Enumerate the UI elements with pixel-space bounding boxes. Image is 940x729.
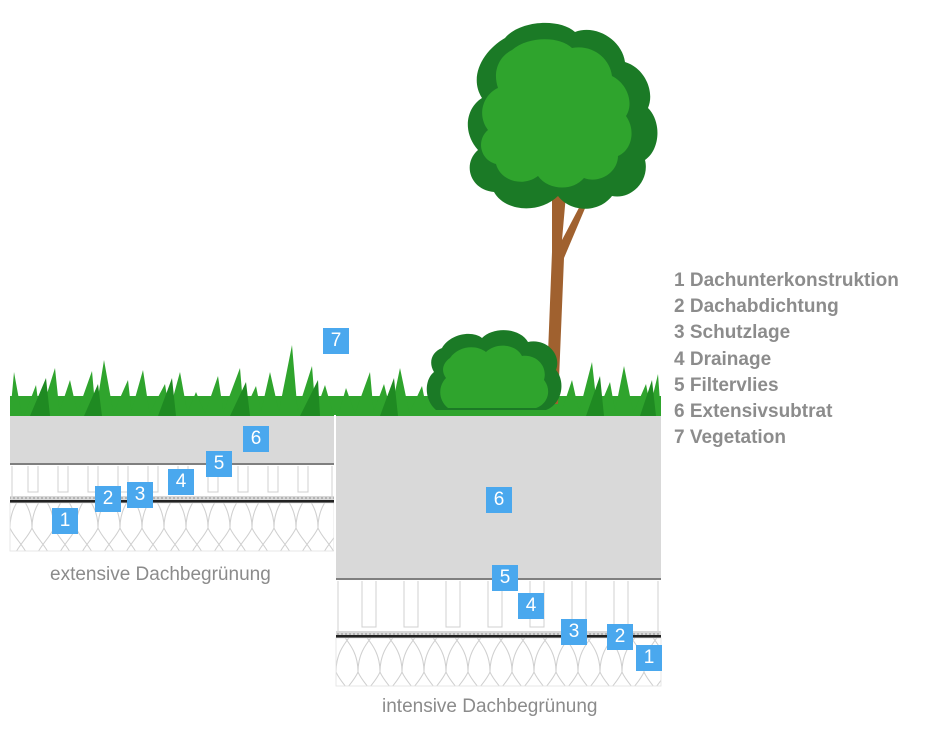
- badge-ext-protection: 3: [127, 482, 153, 508]
- legend-item: 5 Filtervlies: [674, 374, 779, 396]
- caption-extensive: extensive Dachbegrünung: [50, 564, 271, 585]
- legend-item: 1 Dachunterkonstruktion: [674, 270, 899, 291]
- badge-ext-waterproofing: 2: [95, 486, 121, 512]
- badge-ext-substrate: 6: [243, 426, 269, 452]
- badge-int-protection: 3: [561, 619, 587, 645]
- badge-int-filter: 5: [492, 565, 518, 591]
- ext-waterproofing-layer: [10, 500, 334, 503]
- legend-item: 7 Vegetation: [674, 427, 786, 449]
- ext-protection-layer: [10, 496, 334, 500]
- badge-int-waterproofing: 2: [607, 624, 633, 650]
- bush-icon: [426, 330, 562, 410]
- legend-item: 3 Schutzlage: [674, 322, 791, 344]
- badge-ext-filter: 5: [206, 451, 232, 477]
- badge-ext-drainage: 4: [168, 469, 194, 495]
- badge-int-structure: 1: [636, 645, 662, 671]
- badge-int-substrate: 6: [486, 487, 512, 513]
- ext-substrate-layer: [10, 415, 334, 463]
- caption-intensive: intensive Dachbegrünung: [382, 696, 598, 717]
- layer-legend: 1 Dachunterkonstruktion 2 Dachabdichtung…: [674, 268, 899, 451]
- legend-item: 4 Drainage: [674, 348, 772, 370]
- legend-item: 6 Extensivsubtrat: [674, 401, 833, 423]
- badge-vegetation: 7: [323, 328, 349, 354]
- tree-icon: [467, 22, 658, 404]
- int-structure-layer: [335, 637, 662, 687]
- legend-item: 2 Dachabdichtung: [674, 296, 839, 318]
- int-waterproofing-layer: [336, 635, 661, 638]
- int-protection-layer: [336, 631, 661, 635]
- badge-ext-structure: 1: [52, 508, 78, 534]
- grass-icon: [10, 345, 661, 416]
- badge-int-drainage: 4: [518, 593, 544, 619]
